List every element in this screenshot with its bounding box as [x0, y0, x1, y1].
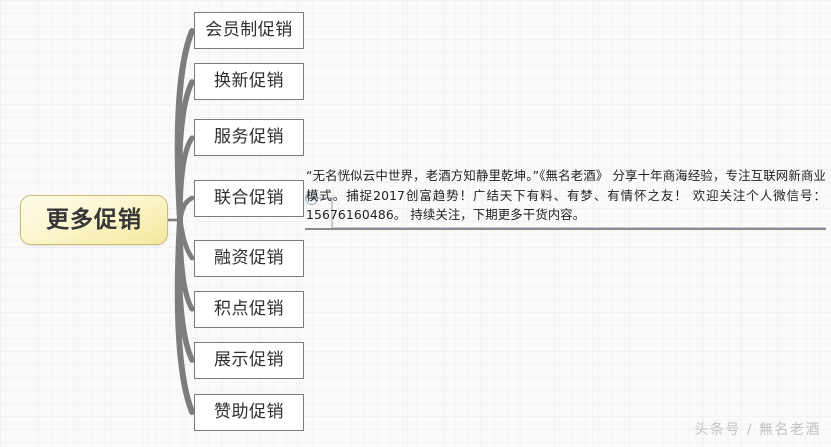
minus-icon: [308, 197, 315, 200]
branch-node-7[interactable]: 展示促销: [194, 342, 304, 379]
branch-node-label: 会员制促销: [205, 20, 293, 40]
branch-node-6[interactable]: 积点促销: [194, 291, 304, 328]
branch-node-label: 积点促销: [214, 299, 284, 319]
branch-node-label: 联合促销: [214, 188, 284, 208]
branch-node-2[interactable]: 换新促销: [194, 63, 304, 100]
branch-node-label: 展示促销: [214, 350, 284, 370]
root-node[interactable]: 更多促销: [20, 195, 168, 245]
branch-node-4[interactable]: 联合促销: [194, 180, 304, 217]
collapse-toggle-icon[interactable]: [305, 192, 318, 205]
root-node-label: 更多促销: [46, 206, 142, 233]
branch-node-1[interactable]: 会员制促销: [194, 12, 304, 49]
branch-node-5[interactable]: 融资促销: [194, 240, 304, 277]
branch-node-label: 赞助促销: [214, 402, 284, 422]
branch-node-8[interactable]: 赞助促销: [194, 394, 304, 431]
watermark: 头条号 / 無名老酒: [694, 422, 821, 438]
note-text: “无名恍似云中世界，老酒方知静里乾坤。”《無名老酒》 分享十年商海经验，专注互联…: [306, 168, 826, 222]
branch-node-label: 融资促销: [214, 248, 284, 268]
note-underline: [305, 228, 826, 230]
branch-node-label: 换新促销: [214, 71, 284, 91]
branch-node-3[interactable]: 服务促销: [194, 119, 304, 156]
branch-node-label: 服务促销: [214, 127, 284, 147]
note-block: “无名恍似云中世界，老酒方知静里乾坤。”《無名老酒》 分享十年商海经验，专注互联…: [306, 166, 826, 225]
